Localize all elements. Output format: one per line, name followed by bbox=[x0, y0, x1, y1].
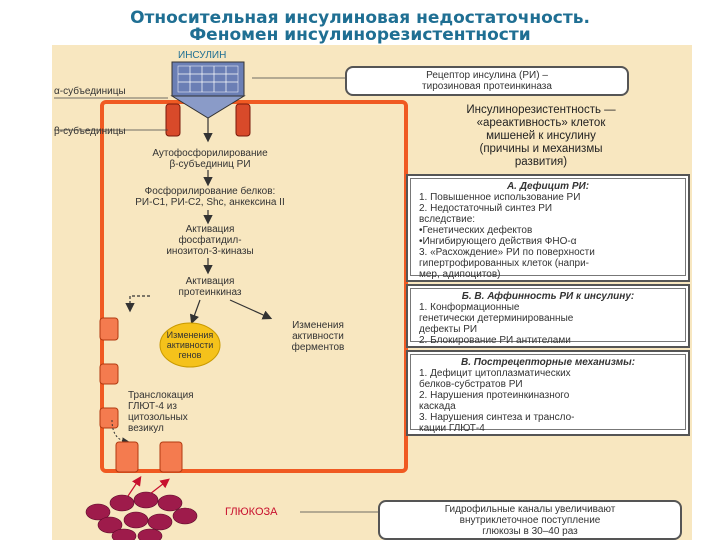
section-b-title: Б. В. Аффинность РИ к инсулину: bbox=[461, 291, 635, 302]
section-c-line: белков-субстратов РИ bbox=[419, 379, 523, 390]
glut4-vesicles bbox=[99, 317, 119, 429]
section-a-line: 3. «Расхождение» РИ по поверхности bbox=[419, 247, 595, 258]
receptor-callout-box: Рецептор инсулина (РИ) – тирозиновая про… bbox=[345, 66, 629, 96]
section-b-line: 1. Конформационные bbox=[419, 302, 520, 313]
section-c-box: В. Пострецепторные механизмы: 1. Дефицит… bbox=[406, 350, 690, 436]
protein-phosphorylation-label: Фосфорилирование белков:РИ-С1, РИ-С2, Sh… bbox=[135, 186, 285, 208]
section-a-line: гипертрофированных клеток (напри- bbox=[419, 258, 590, 269]
section-c-line: 2. Нарушения протеинкиназного bbox=[419, 390, 570, 401]
gene-activity-oval bbox=[159, 322, 221, 368]
section-c-line: 1. Дефицит цитоплазматических bbox=[419, 368, 571, 379]
section-b-line: генетически детерминированные bbox=[419, 313, 574, 324]
section-a-line: мер, адипоцитов) bbox=[419, 269, 501, 280]
section-a-line: 2. Недостаточный синтез РИ bbox=[419, 203, 553, 214]
glucose-channel-callout-box: Гидрофильные каналы увеличивают внутрикл… bbox=[378, 500, 682, 540]
insulin-label: ИНСУЛИН bbox=[178, 50, 227, 61]
section-c-title: В. Пострецепторные механизмы: bbox=[460, 357, 636, 368]
section-b-line: 2. Блокирование РИ антителами bbox=[419, 335, 571, 346]
slide-title-line2: Феномен инсулинорезистентности bbox=[189, 25, 531, 45]
section-a-line: •Ингибирующего действия ФНО-α bbox=[419, 236, 577, 247]
insulin-resistance-heading: Инсулинорезистентность — «ареактивность»… bbox=[466, 104, 616, 168]
section-a-box: А. Дефицит РИ: 1. Повышенное использован… bbox=[406, 174, 690, 282]
beta-subunit-label: β-субъединицы bbox=[54, 126, 126, 137]
slide-title-line1: Относительная инсулиновая недостаточност… bbox=[130, 8, 590, 28]
alpha-subunit-label: α-субъединицы bbox=[54, 86, 126, 97]
section-a-line: •Генетических дефектов bbox=[419, 225, 533, 236]
glucose-label: ГЛЮКОЗА bbox=[225, 506, 278, 518]
section-b-box: Б. В. Аффинность РИ к инсулину: 1. Конфо… bbox=[406, 284, 690, 348]
section-a-title: А. Дефицит РИ: bbox=[506, 181, 590, 192]
glucose-molecules bbox=[85, 491, 198, 540]
insulin-receptor bbox=[54, 61, 251, 137]
section-a-line: 1. Повышенное использование РИ bbox=[419, 192, 581, 203]
glucose-channels bbox=[115, 441, 183, 473]
section-c-line: 3. Нарушения синтеза и трансло- bbox=[419, 412, 575, 423]
section-c-line: кации ГЛЮТ-4 bbox=[419, 423, 485, 434]
section-a-line: вследствие: bbox=[419, 214, 476, 225]
section-b-line: дефекты РИ bbox=[419, 324, 478, 335]
section-c-line: каскада bbox=[419, 401, 456, 412]
